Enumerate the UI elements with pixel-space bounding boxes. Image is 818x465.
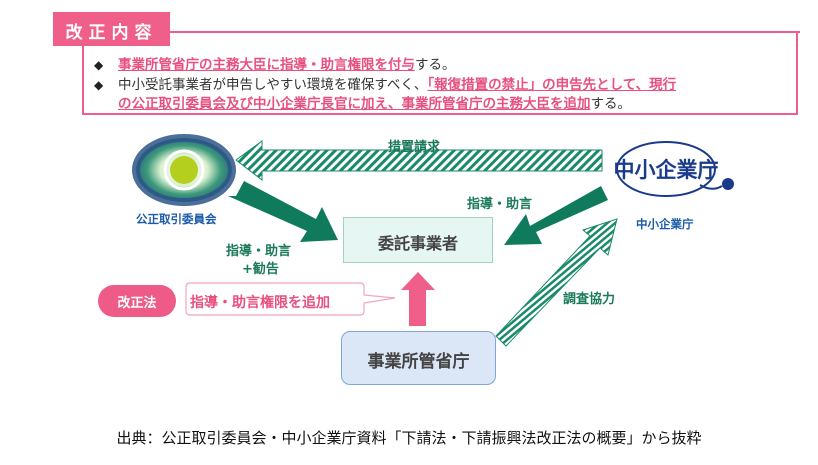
sme-agency-logo-icon: 中小企業庁 [614,141,734,197]
diamond-bullet-icon: ◆ [94,78,104,92]
bullet-1-highlight: 事業所管省庁の主務大臣に指導・助言権限を付与 [118,57,415,73]
jftc-recommendation-label: +勧告 [242,262,279,277]
bullet-2-text-end: する。 [590,96,632,112]
sme-agency-label: 中小企業庁 [636,217,694,231]
jftc-guidance-arrow [228,181,338,242]
sme-agency-logo-text: 中小企業庁 [614,158,719,182]
amendment-badge-label: 改正法 [117,296,157,311]
sme-guidance-arrow [504,186,608,245]
header-rule [170,31,800,33]
amendment-content-box [82,31,798,115]
bullet-item-2-cont: の公正取引委員会及び中小企業庁長官に加え、事業所管省庁の主務大臣を追加する。 [118,92,631,112]
bullet-item-2: ◆ 中小受託事業者が申告しやすい環境を確保すべく、「報復措置の禁止」の申告先として… [94,73,676,93]
diamond-bullet-icon: ◆ [94,58,104,72]
jftc-logo-icon [132,134,236,206]
bullet-1-text: する。 [415,57,456,73]
investigation-arrow [495,218,618,347]
sme-guidance-label: 指導・助言 [467,197,533,212]
jftc-label: 公正取引委員会 [136,212,217,226]
bullet-2-text: 中小受託事業者が申告しやすい環境を確保すべく、 [118,77,428,93]
bullet-2-highlight: 「報復措置の禁止」の申告先として、現行 [427,77,677,93]
ministry-label: 事業所管省庁 [367,352,470,372]
measure-request-label: 措置請求 [388,140,441,155]
contractor-node: 委託事業者 [343,217,493,263]
amendment-title: 改正内容 [65,23,158,43]
measure-request-arrow [235,140,603,182]
contractor-label: 委託事業者 [377,234,458,253]
bullet-2-highlight-cont: の公正取引委員会及び中小企業庁長官に加え、事業所管省庁の主務大臣を追加 [118,96,591,112]
amendment-callout-bubble [185,282,396,316]
ministry-node: 事業所管省庁 [341,331,496,385]
amendment-badge: 改正法 [98,285,176,317]
amendment-callout-text: 指導・助言権限を追加 [190,295,330,311]
ministry-guidance-arrow [401,272,435,326]
amendment-title-tab: 改正内容 [53,12,170,46]
jftc-guidance-label: 指導・助言 [226,244,292,259]
investigation-label: 調査協力 [563,292,616,307]
source-citation: 出典：公正取引委員会・中小企業庁資料「下請法・下請振興法改正法の概要」から抜粋 [116,429,702,447]
bullet-item-1: ◆ 事業所管省庁の主務大臣に指導・助言権限を付与する。 [94,53,456,73]
